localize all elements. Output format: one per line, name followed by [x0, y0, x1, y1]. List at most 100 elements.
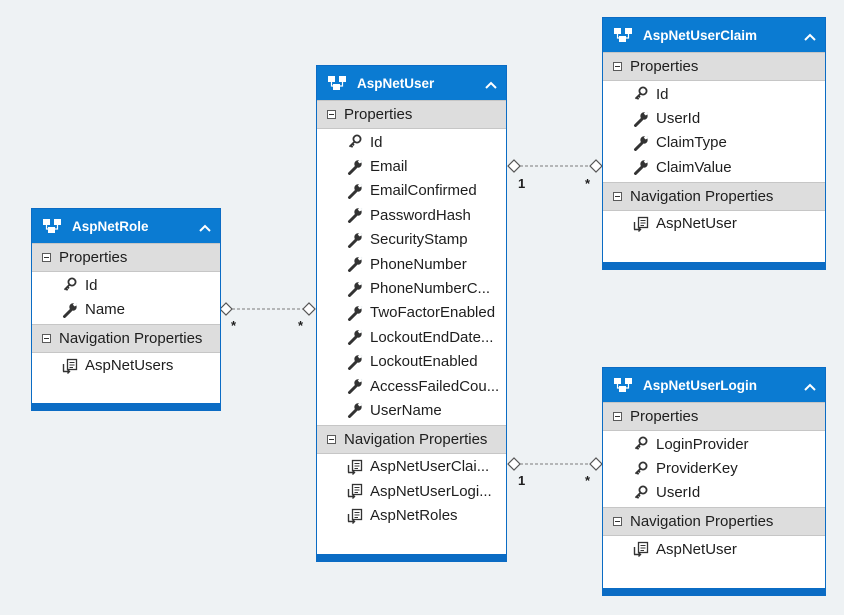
property-item[interactable]: ProviderKey: [603, 456, 825, 480]
navigation-section-label: Navigation Properties: [630, 513, 774, 531]
navigation-section-header[interactable]: Navigation Properties: [603, 507, 825, 537]
property-item[interactable]: LockoutEnabled: [317, 350, 506, 374]
properties-section-label: Properties: [630, 408, 699, 425]
entity-header[interactable]: AspNetUserLogin: [603, 368, 825, 402]
navigation-section-header[interactable]: Navigation Properties: [603, 181, 825, 211]
chevron-up-icon[interactable]: [484, 78, 498, 89]
multiplicity-user-login-right: *: [585, 473, 591, 488]
item-label: UserName: [370, 401, 442, 419]
property-item[interactable]: AccessFailedCou...: [317, 374, 506, 398]
properties-section-header[interactable]: Properties: [32, 243, 220, 272]
wrench-icon: [62, 302, 78, 318]
chevron-up-icon[interactable]: [803, 380, 817, 391]
wrench-icon: [347, 305, 363, 321]
entity-icon: [327, 75, 347, 91]
entity-title: AspNetUserLogin: [643, 377, 758, 393]
property-item[interactable]: Email: [317, 154, 506, 178]
wrench-icon: [347, 354, 363, 370]
item-label: AccessFailedCou...: [370, 377, 500, 395]
navigation-property-item[interactable]: AspNetUsers: [32, 354, 220, 378]
wrench-icon: [347, 207, 363, 224]
property-item[interactable]: ClaimType: [603, 131, 825, 155]
item-label: ClaimType: [656, 134, 727, 152]
entity-header[interactable]: AspNetUser: [317, 66, 506, 100]
key-icon: [633, 86, 649, 102]
wrench-icon: [347, 378, 363, 395]
user-claim-diamond-right: [589, 159, 603, 173]
properties-section-header[interactable]: Properties: [603, 52, 825, 81]
item-label: UserId: [656, 110, 701, 128]
user-claim-diamond-left: [507, 159, 521, 173]
wrench-icon: [347, 402, 363, 419]
navigation-section-label: Navigation Properties: [344, 430, 488, 448]
item-label: EmailConfirmed: [370, 182, 477, 200]
property-item[interactable]: LockoutEndDate...: [317, 325, 506, 349]
property-item[interactable]: UserName: [317, 398, 506, 422]
entity-icon: [613, 27, 633, 43]
entity-header[interactable]: AspNetUserClaim: [603, 18, 825, 52]
navigation-property-item[interactable]: AspNetUser: [603, 537, 825, 561]
property-item[interactable]: PhoneNumberC...: [317, 276, 506, 300]
item-label: Name: [85, 301, 126, 319]
key-icon: [633, 485, 649, 501]
navigation-icon: [633, 216, 649, 232]
navigation-list: AspNetUsers: [32, 353, 220, 380]
property-item[interactable]: Id: [603, 82, 825, 106]
wrench-icon: [347, 159, 363, 175]
property-item[interactable]: Id: [32, 273, 220, 297]
multiplicity-user-claim-right: *: [585, 176, 591, 191]
navigation-list: AspNetUser: [603, 536, 825, 563]
properties-section-label: Properties: [344, 106, 413, 123]
entity-icon: [613, 377, 633, 393]
entity-icon: [42, 218, 62, 234]
collapse-minus-icon[interactable]: [613, 517, 622, 527]
navigation-property-item[interactable]: AspNetUserLogi...: [317, 479, 506, 503]
properties-section-header[interactable]: Properties: [603, 402, 825, 431]
item-label: SecurityStamp: [370, 231, 468, 249]
property-item[interactable]: PhoneNumber: [317, 252, 506, 276]
collapse-minus-icon[interactable]: [613, 62, 622, 71]
navigation-section-label: Navigation Properties: [630, 187, 774, 205]
property-item[interactable]: Id: [317, 130, 506, 154]
item-label: LoginProvider: [656, 435, 749, 453]
property-item[interactable]: Name: [32, 297, 220, 321]
properties-section-header[interactable]: Properties: [317, 100, 506, 129]
collapse-minus-icon[interactable]: [613, 191, 622, 201]
item-label: Id: [85, 276, 98, 294]
entity-header[interactable]: AspNetRole: [32, 209, 220, 243]
property-item[interactable]: UserId: [603, 481, 825, 505]
property-item[interactable]: LoginProvider: [603, 432, 825, 456]
property-item[interactable]: ClaimValue: [603, 155, 825, 179]
property-item[interactable]: EmailConfirmed: [317, 179, 506, 203]
item-label: ClaimValue: [656, 158, 732, 176]
navigation-property-item[interactable]: AspNetUser: [603, 212, 825, 236]
collapse-minus-icon[interactable]: [613, 412, 622, 421]
multiplicity-user-login-left: 1: [518, 473, 526, 488]
navigation-property-item[interactable]: AspNetUserClai...: [317, 455, 506, 479]
collapse-minus-icon[interactable]: [327, 434, 336, 444]
property-item[interactable]: SecurityStamp: [317, 228, 506, 252]
multiplicity-role-user-left: *: [231, 318, 237, 333]
navigation-section-header[interactable]: Navigation Properties: [32, 323, 220, 353]
property-item[interactable]: PasswordHash: [317, 203, 506, 227]
navigation-property-item[interactable]: AspNetRoles: [317, 503, 506, 527]
chevron-up-icon[interactable]: [803, 30, 817, 41]
property-item[interactable]: UserId: [603, 106, 825, 130]
navigation-icon: [347, 508, 363, 524]
collapse-minus-icon[interactable]: [327, 110, 336, 119]
navigation-icon: [347, 459, 363, 475]
user-login-diamond-left: [507, 457, 521, 471]
property-item[interactable]: TwoFactorEnabled: [317, 301, 506, 325]
collapse-minus-icon[interactable]: [42, 333, 51, 343]
key-icon: [633, 461, 649, 477]
chevron-up-icon[interactable]: [198, 221, 212, 232]
navigation-section-header[interactable]: Navigation Properties: [317, 424, 506, 454]
collapse-minus-icon[interactable]: [42, 253, 51, 262]
wrench-icon: [347, 232, 363, 248]
